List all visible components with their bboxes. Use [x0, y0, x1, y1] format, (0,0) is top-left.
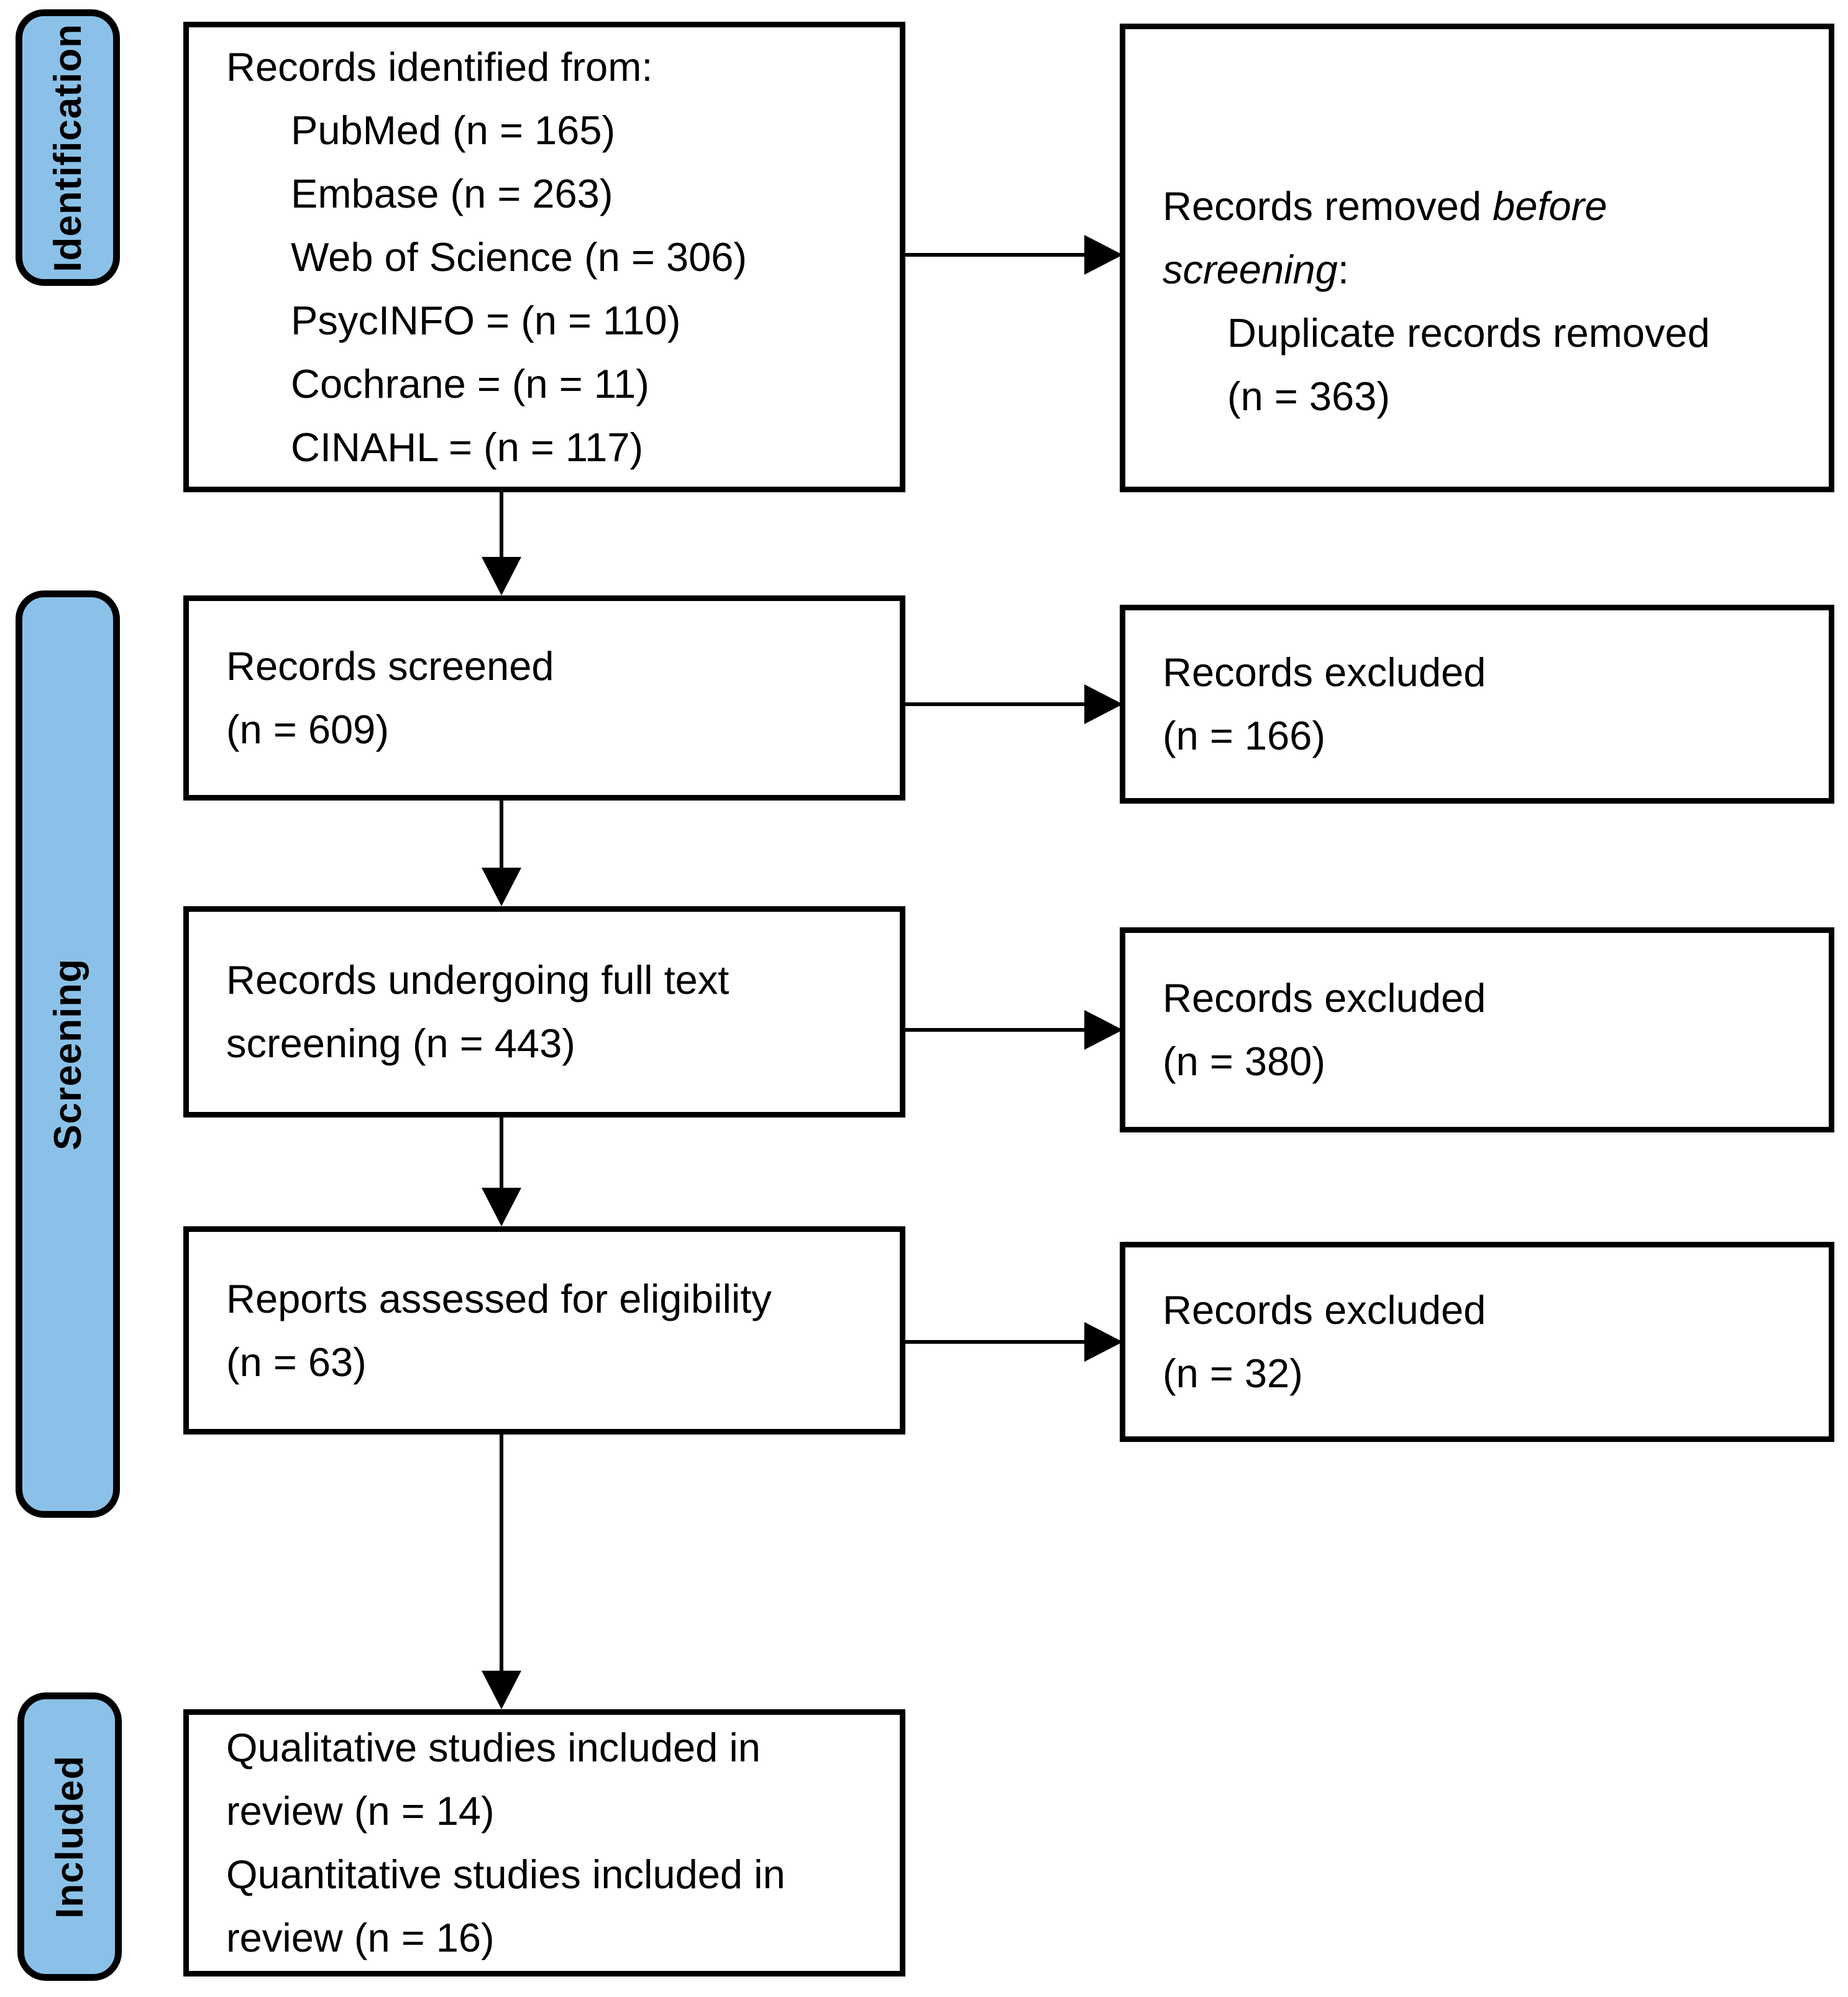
arrowhead-right-icon: [1084, 684, 1123, 724]
detail-line: Duplicate records removed: [1227, 310, 1710, 356]
box-line: (n = 166): [1163, 713, 1325, 758]
box-reports-assessed: Reports assessed for eligibility (n = 63…: [183, 1226, 905, 1435]
box-line: (n = 32): [1163, 1351, 1303, 1396]
stage-label-included: Included: [17, 1692, 122, 1981]
stage-label-text: Included: [48, 1755, 91, 1919]
title-plain: Records removed: [1163, 183, 1493, 229]
arrowhead-down-icon: [482, 868, 521, 906]
arrowhead-right-icon: [1084, 1322, 1123, 1362]
connector-assessed-to-included: [500, 1435, 503, 1672]
box-line: (n = 63): [226, 1339, 367, 1385]
arrowhead-down-icon: [482, 1671, 521, 1709]
connector-identified-to-screened: [500, 492, 503, 558]
box-line: Records excluded: [1163, 1287, 1486, 1333]
box-line: Reports assessed for eligibility: [226, 1275, 772, 1321]
box-included-studies: Qualitative studies included in review (…: [183, 1709, 905, 1976]
source-item: Embase (n = 263): [291, 170, 613, 216]
connector-screened-to-fulltext: [500, 801, 503, 869]
connector-identified-to-removed: [905, 253, 1084, 257]
box-line: (n = 380): [1163, 1039, 1325, 1084]
box-records-identified: Records identified from: PubMed (n = 165…: [183, 22, 905, 492]
title-colon: :: [1337, 247, 1349, 292]
box-title: Records identified from:: [226, 44, 653, 90]
source-item: Web of Science (n = 306): [291, 234, 748, 280]
stage-label-identification: Identification: [16, 9, 120, 286]
connector-assessed-to-excluded: [905, 1340, 1084, 1344]
box-records-excluded-screening: Records excluded (n = 166): [1120, 605, 1834, 804]
box-records-screened: Records screened (n = 609): [183, 595, 905, 801]
stage-label-screening: Screening: [16, 590, 120, 1518]
box-full-text-screening: Records undergoing full text screening (…: [183, 906, 905, 1118]
box-line: Quantitative studies included in review …: [226, 1852, 785, 1960]
source-item: PsycINFO = (n = 110): [291, 297, 681, 343]
arrowhead-right-icon: [1084, 235, 1123, 275]
connector-fulltext-to-assessed: [500, 1118, 503, 1189]
source-item: Cochrane = (n = 11): [291, 360, 649, 406]
connector-screened-to-excluded: [905, 702, 1084, 706]
box-records-excluded-full-text: Records excluded (n = 380): [1120, 927, 1834, 1132]
arrowhead-down-icon: [482, 557, 521, 595]
connector-fulltext-to-excluded: [905, 1028, 1084, 1032]
stage-label-text: Screening: [46, 958, 89, 1150]
source-item: CINAHL = (n = 117): [291, 424, 644, 470]
box-line: Records screened: [226, 643, 554, 689]
stage-label-text: Identification: [46, 23, 89, 272]
box-title: Records removed before screening:: [1163, 175, 1804, 301]
detail-line: (n = 363): [1227, 374, 1390, 419]
box-line: Records excluded: [1163, 975, 1486, 1021]
box-line: Qualitative studies included in review (…: [226, 1725, 761, 1834]
title-italic: screening: [1163, 247, 1338, 292]
box-line: Records excluded: [1163, 650, 1486, 695]
box-records-excluded-eligibility: Records excluded (n = 32): [1120, 1242, 1834, 1442]
source-item: PubMed (n = 165): [291, 107, 616, 153]
title-italic: before: [1493, 183, 1608, 229]
arrowhead-down-icon: [482, 1188, 521, 1226]
box-line: Records undergoing full text screening (…: [226, 957, 730, 1066]
box-line: (n = 609): [226, 707, 389, 752]
arrowhead-right-icon: [1084, 1010, 1123, 1050]
box-records-removed-before-screening: Records removed before screening: Duplica…: [1120, 24, 1834, 492]
